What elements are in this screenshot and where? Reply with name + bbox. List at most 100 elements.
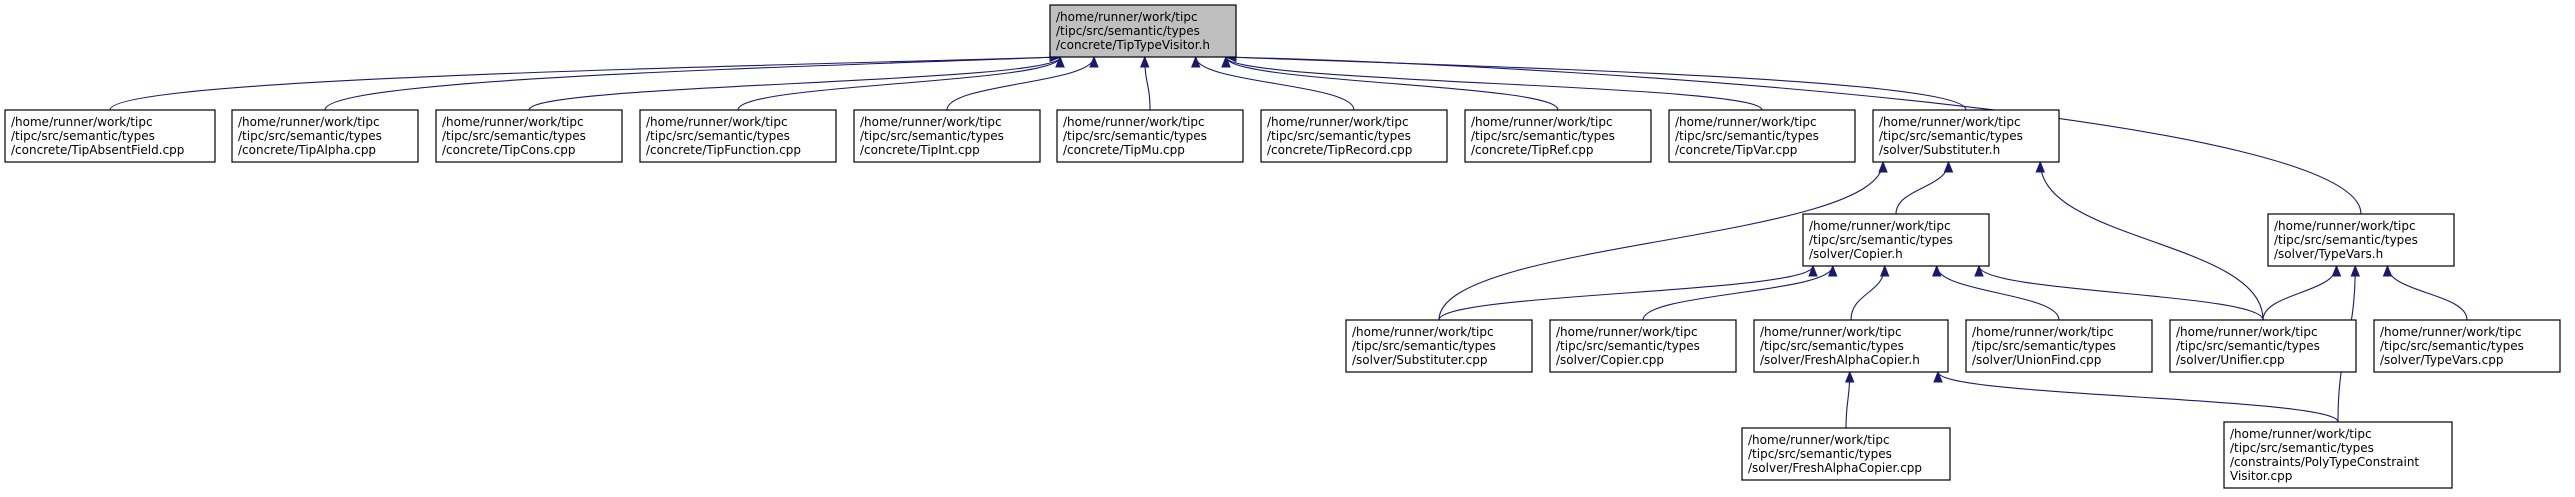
file-node-label-line: /solver/Substituter.cpp [1352, 353, 1487, 367]
file-node-label-line: /tipc/src/semantic/types [238, 129, 382, 143]
file-node-label-line: /concrete/TipVar.cpp [1675, 143, 1797, 157]
dependency-edge-poly-to-fresh_h [1933, 370, 2339, 423]
edge-line [1438, 161, 1884, 321]
dependency-edge-fresh_cpp-to-fresh_h [1845, 370, 1855, 429]
edge-arrowhead [1932, 264, 1942, 277]
edge-line [946, 56, 1095, 111]
file-node-label-line: /tipc/src/semantic/types [1471, 129, 1615, 143]
edge-arrowhead [1974, 264, 1984, 277]
dependency-edge-subst_cpp-to-subst_h [1438, 160, 1888, 321]
file-node-label-line: /tipc/src/semantic/types [1748, 447, 1892, 461]
file-node-box [1049, 4, 1237, 58]
edge-line [1642, 265, 1834, 321]
dependency-edge-copier_cpp-to-copier_h [1642, 264, 1838, 321]
file-node-cons[interactable]: /home/runner/work/tipc/tipc/src/semantic… [435, 109, 623, 163]
file-node-copier_cpp[interactable]: /home/runner/work/tipc/tipc/src/semantic… [1549, 319, 1737, 373]
dependency-edge-unifier-to-copier_h [1974, 264, 2264, 321]
dependency-edge-int-to-root [946, 55, 1099, 111]
file-node-box [853, 109, 1041, 163]
file-node-int[interactable]: /home/runner/work/tipc/tipc/src/semantic… [853, 109, 1041, 163]
edge-line [109, 56, 1061, 111]
file-node-box [1549, 319, 1737, 373]
file-node-label-line: /tipc/src/semantic/types [11, 129, 155, 143]
file-node-label-line: /home/runner/work/tipc [1748, 433, 1890, 447]
edge-arrowhead [1828, 264, 1838, 277]
file-node-label-line: /home/runner/work/tipc [442, 115, 584, 129]
file-node-absent[interactable]: /home/runner/work/tipc/tipc/src/semantic… [4, 109, 216, 163]
dependency-edge-subst_h-to-root [1224, 52, 1967, 111]
file-node-unifier[interactable]: /home/runner/work/tipc/tipc/src/semantic… [2169, 319, 2357, 373]
file-node-ref[interactable]: /home/runner/work/tipc/tipc/src/semantic… [1464, 109, 1652, 163]
file-node-label-line: /solver/TypeVars.cpp [2380, 353, 2503, 367]
file-node-box [435, 109, 623, 163]
file-node-subst_h[interactable]: /home/runner/work/tipc/tipc/src/semantic… [1872, 109, 2060, 163]
file-node-label-line: /tipc/src/semantic/types [1267, 129, 1411, 143]
edge-line [1895, 161, 1950, 215]
file-node-unionfind[interactable]: /home/runner/work/tipc/tipc/src/semantic… [1965, 319, 2153, 373]
file-node-poly[interactable]: /home/runner/work/tipc/tipc/src/semantic… [2223, 421, 2453, 489]
file-node-label-line: /home/runner/work/tipc [1809, 219, 1951, 233]
edge-line [1978, 265, 2264, 321]
file-node-typevars_cpp[interactable]: /home/runner/work/tipc/tipc/src/semantic… [2373, 319, 2561, 373]
edge-arrowhead [1221, 55, 1231, 68]
file-node-subst_cpp[interactable]: /home/runner/work/tipc/tipc/src/semantic… [1345, 319, 1533, 373]
file-node-label-line: /home/runner/work/tipc [2380, 325, 2522, 339]
file-node-label-line: /home/runner/work/tipc [1675, 115, 1817, 129]
file-node-label-line: /solver/FreshAlphaCopier.cpp [1748, 461, 1922, 475]
edge-arrowhead [1933, 370, 1943, 383]
file-node-label-line: /solver/Substituter.h [1879, 143, 2000, 157]
edge-line [2039, 161, 2264, 321]
file-node-label-line: /tipc/src/semantic/types [2176, 339, 2320, 353]
file-node-label-line: /home/runner/work/tipc [2176, 325, 2318, 339]
edge-line [1936, 265, 2060, 321]
file-node-label-line: /home/runner/work/tipc [1267, 115, 1409, 129]
dependency-edge-cons-to-root [528, 55, 1065, 111]
file-node-label-line: /home/runner/work/tipc [1471, 115, 1613, 129]
file-node-label-line: /tipc/src/semantic/types [2380, 339, 2524, 353]
file-node-label-line: /concrete/TipRecord.cpp [1267, 143, 1412, 157]
edge-line [1225, 56, 2362, 215]
file-node-copier_h[interactable]: /home/runner/work/tipc/tipc/src/semantic… [1802, 213, 1990, 267]
file-node-label-line: /home/runner/work/tipc [860, 115, 1002, 129]
dependency-edge-mu-to-root [1140, 55, 1151, 111]
file-node-fresh_cpp[interactable]: /home/runner/work/tipc/tipc/src/semantic… [1741, 427, 1951, 481]
file-node-label-line: /concrete/TipFunction.cpp [646, 143, 801, 157]
file-node-label-line: /solver/FreshAlphaCopier.h [1760, 353, 1920, 367]
file-node-label-line: /home/runner/work/tipc [1556, 325, 1698, 339]
file-node-box [1802, 213, 1990, 267]
file-node-label-line: /tipc/src/semantic/types [2274, 233, 2418, 247]
edge-arrowhead [1878, 160, 1888, 173]
file-node-function[interactable]: /home/runner/work/tipc/tipc/src/semantic… [639, 109, 837, 163]
file-node-root[interactable]: /home/runner/work/tipc/tipc/src/semantic… [1049, 4, 1237, 58]
file-node-var[interactable]: /home/runner/work/tipc/tipc/src/semantic… [1668, 109, 1856, 163]
edge-arrowhead [1089, 55, 1099, 68]
file-node-mu[interactable]: /home/runner/work/tipc/tipc/src/semantic… [1056, 109, 1244, 163]
nodes-layer: /home/runner/work/tipc/tipc/src/semantic… [4, 4, 2561, 489]
file-node-label-line: /home/runner/work/tipc [1056, 10, 1198, 24]
edge-line [2262, 265, 2338, 321]
edge-arrowhead [2382, 264, 2393, 277]
file-node-alpha[interactable]: /home/runner/work/tipc/tipc/src/semantic… [231, 109, 419, 163]
edge-arrowhead [1943, 160, 1954, 173]
file-node-label-line: /tipc/src/semantic/types [1063, 129, 1207, 143]
edges-layer [109, 52, 2468, 429]
file-node-label-line: /home/runner/work/tipc [2230, 427, 2372, 441]
file-node-label-line: Visitor.cpp [2230, 469, 2292, 483]
dependency-edge-alpha-to-root [324, 52, 1062, 111]
file-node-label-line: /home/runner/work/tipc [1352, 325, 1494, 339]
file-node-box [1872, 109, 2060, 163]
edge-line [1225, 56, 1967, 111]
file-node-fresh_h[interactable]: /home/runner/work/tipc/tipc/src/semantic… [1753, 319, 1949, 373]
file-node-label-line: /home/runner/work/tipc [1879, 115, 2021, 129]
file-node-label-line: /tipc/src/semantic/types [1056, 24, 1200, 38]
file-node-label-line: /solver/Copier.cpp [1556, 353, 1664, 367]
file-node-label-line: /concrete/TipAbsentField.cpp [11, 143, 184, 157]
edge-line [737, 56, 1061, 111]
file-node-record[interactable]: /home/runner/work/tipc/tipc/src/semantic… [1260, 109, 1448, 163]
file-node-label-line: /concrete/TipTypeVisitor.h [1056, 38, 1210, 52]
file-node-label-line: /tipc/src/semantic/types [646, 129, 790, 143]
file-node-label-line: /tipc/src/semantic/types [860, 129, 1004, 143]
file-node-typevars_h[interactable]: /home/runner/work/tipc/tipc/src/semantic… [2267, 213, 2455, 267]
file-node-label-line: /concrete/TipCons.cpp [442, 143, 576, 157]
